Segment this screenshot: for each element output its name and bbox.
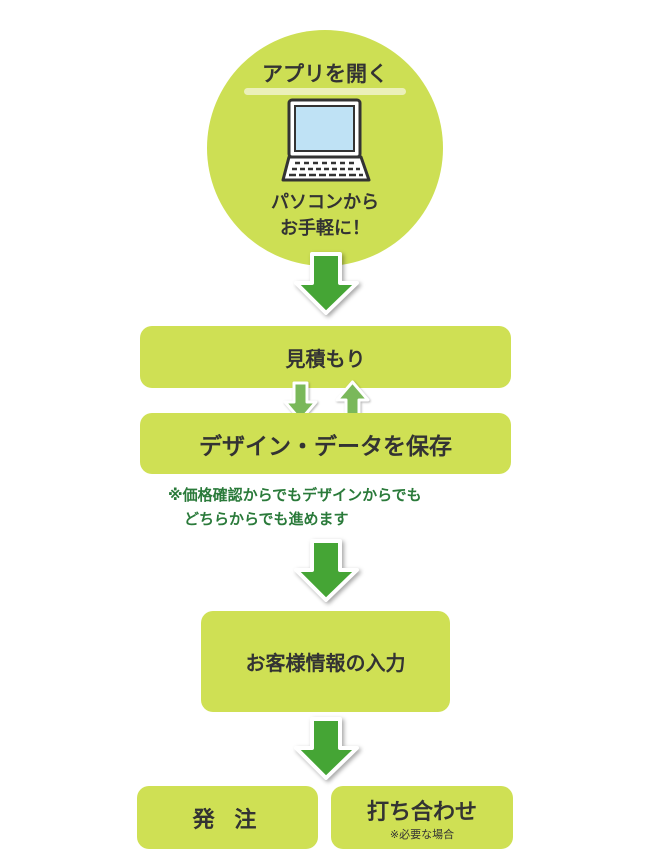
arrow-down-icon bbox=[294, 717, 359, 780]
step-customer-info-label: お客様情報の入力 bbox=[245, 651, 406, 675]
step-order: 発 注 bbox=[137, 786, 318, 849]
title-underline bbox=[244, 88, 406, 95]
step-order-label: 発 注 bbox=[192, 807, 263, 833]
start-title: アプリを開く bbox=[262, 62, 388, 86]
arrow-down-icon bbox=[294, 539, 359, 602]
step-meeting-note: ※必要な場合 bbox=[389, 827, 455, 841]
arrow-down-small-icon bbox=[283, 381, 318, 422]
note-line-2: どちらからでも進めます bbox=[184, 510, 349, 528]
step-note: ※価格確認からでもデザインからでも どちらからでも進めます bbox=[168, 483, 498, 531]
step-meeting: 打ち合わせ ※必要な場合 bbox=[331, 786, 513, 849]
step-customer-info: お客様情報の入力 bbox=[201, 611, 450, 712]
start-subtitle-line2: お手軽に！ bbox=[280, 218, 370, 239]
step-estimate: 見積もり bbox=[140, 326, 511, 388]
arrow-down-icon bbox=[294, 252, 359, 315]
start-subtitle: パソコンから お手軽に！ bbox=[207, 190, 443, 242]
step-meeting-label: 打ち合わせ bbox=[366, 799, 477, 825]
note-line-1: ※価格確認からでもデザインからでも bbox=[168, 486, 422, 504]
laptop-icon bbox=[281, 98, 371, 182]
step-save-design: デザイン・データを保存 bbox=[140, 413, 511, 474]
start-subtitle-line1: パソコンから bbox=[271, 192, 379, 213]
step-save-design-label: デザイン・データを保存 bbox=[199, 433, 452, 460]
step-estimate-label: 見積もり bbox=[285, 346, 366, 371]
